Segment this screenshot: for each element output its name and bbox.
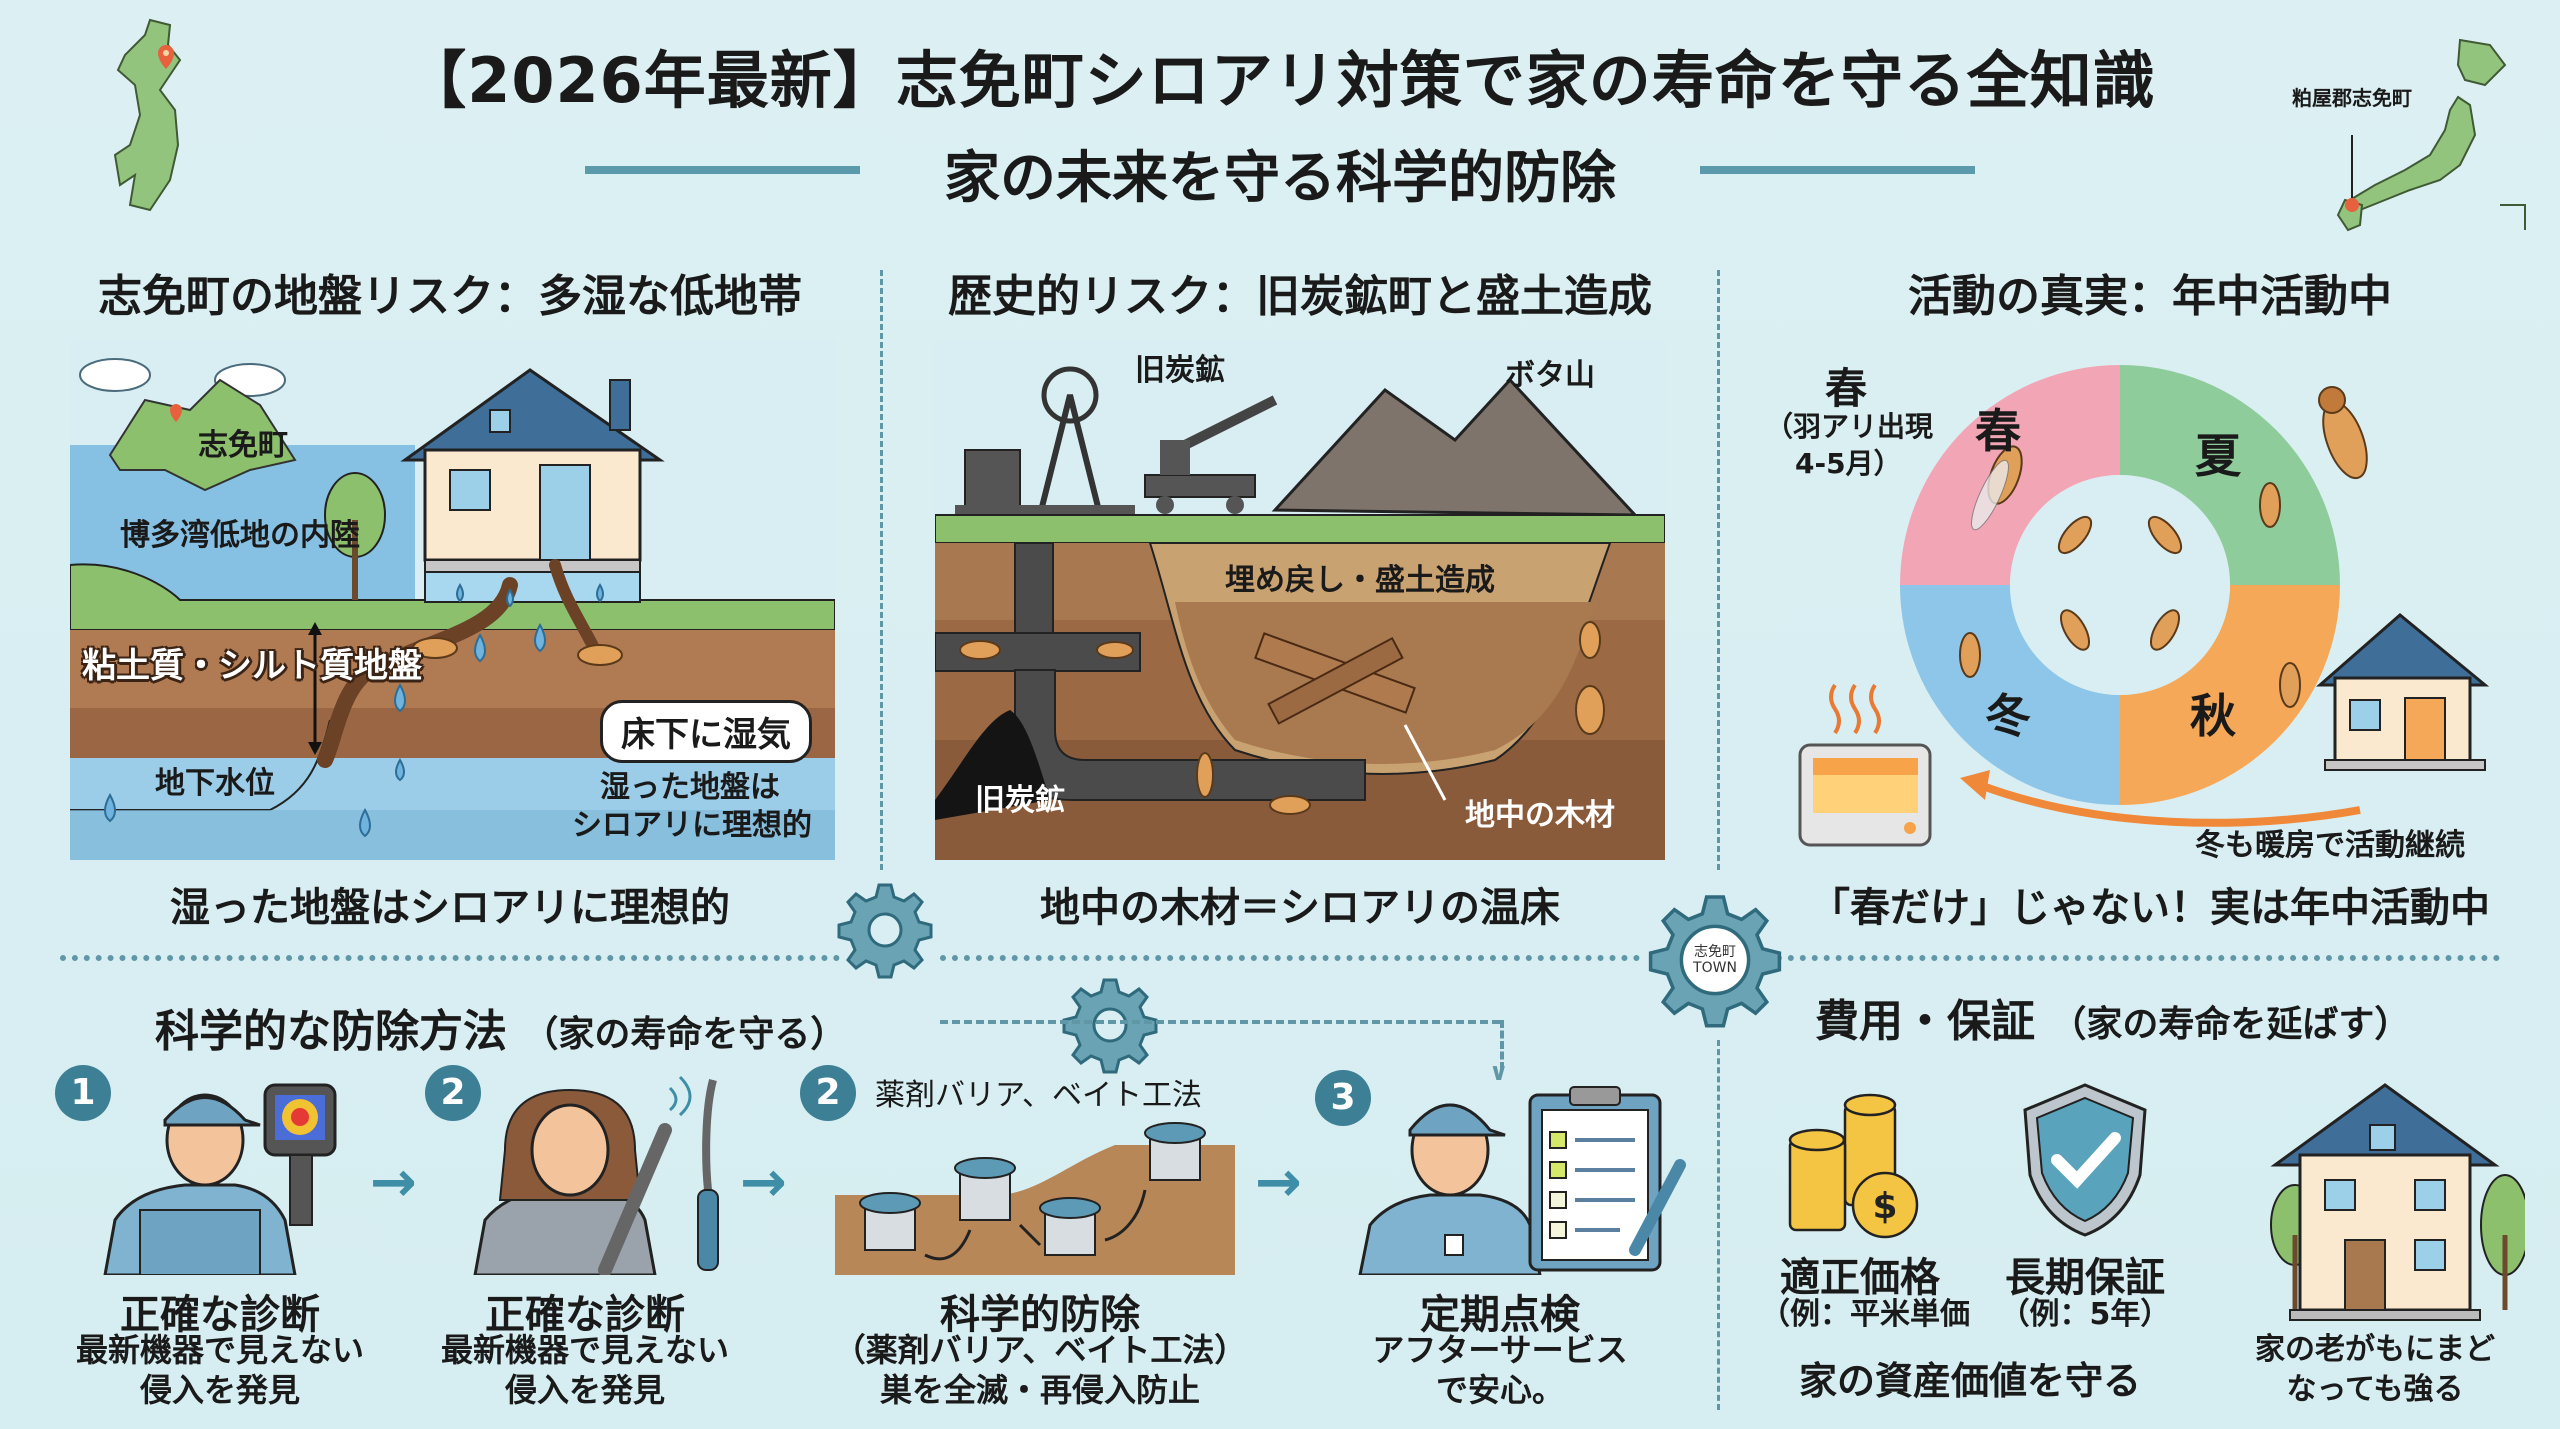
page-subtitle: 家の未来を守る科学的防除 bbox=[944, 146, 1616, 211]
page-title: 【2026年最新】志免町シロアリ対策で家の寿命を守る全知識 bbox=[404, 44, 2156, 117]
step-3-desc-line1: （薬剤バリア、ベイト工法） bbox=[833, 1331, 1247, 1369]
svg-text:$: $ bbox=[1872, 1186, 1897, 1227]
cost-item-long-warranty-note: （例：5年） bbox=[1999, 1297, 2171, 1332]
spring-note-title: 春 bbox=[1825, 364, 1868, 413]
divider-v-3 bbox=[1717, 1040, 1720, 1410]
methods-heading-main: 科学的な防除方法 bbox=[155, 1006, 507, 1057]
step-3-desc-line2: 巣を全滅・再侵入防止 bbox=[879, 1371, 1200, 1409]
bait-station-icon bbox=[835, 1122, 1235, 1275]
cost-heading-note: （家の寿命を延ばす） bbox=[2050, 1004, 2411, 1045]
label-groundwater: 地下水位 bbox=[155, 766, 275, 801]
cost-item-long-warranty: 長期保証 bbox=[2005, 1255, 2165, 1301]
old-coal-mine-illustration bbox=[935, 340, 1665, 860]
map-label-kasuya-shime: 粕屋郡志免町 bbox=[2292, 86, 2412, 110]
season-label-spring: 春 bbox=[1975, 404, 2021, 458]
divider-v-2 bbox=[1717, 270, 1720, 870]
step-arrow-2: → bbox=[740, 1150, 787, 1215]
step-3-top-label: 薬剤バリア、ベイト工法 bbox=[875, 1078, 1202, 1113]
house-caption-line1: 家の老がもにまど bbox=[2255, 1332, 2495, 1367]
divider-h-middle bbox=[940, 955, 1640, 961]
step-4-number: 3 bbox=[1315, 1070, 1371, 1126]
section-heading-ground: 志免町の地盤リスク：多湿な低地帯 bbox=[98, 271, 802, 322]
town-badge-label: 志免町 TOWN bbox=[1675, 944, 1755, 976]
step-1-title: 正確な診断 bbox=[120, 1292, 320, 1338]
flow-connector-down bbox=[1500, 1020, 1504, 1070]
step-4-desc-line2: で安心。 bbox=[1435, 1371, 1564, 1409]
seasonal-cycle-chart bbox=[1900, 365, 2340, 805]
section-heading-methods: 科学的な防除方法 （家の寿命を守る） bbox=[155, 995, 846, 1059]
divider-h-right bbox=[1740, 955, 2500, 961]
label-landfill: 埋め戻し・盛土造成 bbox=[1225, 563, 1495, 598]
step-3-title: 科学的防除 bbox=[940, 1292, 1140, 1338]
gear-icon bbox=[837, 883, 933, 979]
step-arrow-1: → bbox=[370, 1150, 417, 1215]
inspector-sensor-icon bbox=[473, 1075, 719, 1275]
divider-h-left bbox=[60, 955, 840, 961]
speech-bubble-underfloor-moisture: 床下に湿気 bbox=[600, 700, 812, 763]
spring-note-line1: （羽アリ出現 bbox=[1765, 410, 1934, 443]
label-clay-ground: 粘土質・シルト質地盤 bbox=[82, 646, 422, 686]
cost-item-fair-price: 適正価格 bbox=[1780, 1255, 1940, 1301]
heater-icon bbox=[1798, 683, 1932, 847]
step-arrow-3: → bbox=[1255, 1150, 1302, 1215]
step-1-desc-line2: 侵入を発見 bbox=[139, 1371, 300, 1409]
inspector-checklist-icon bbox=[1358, 1086, 1686, 1275]
season-label-winter: 冬 bbox=[1985, 689, 2031, 743]
label-moist-ground-line2: シロアリに理想的 bbox=[572, 808, 812, 843]
step-2-desc-line1: 最新機器で見えない bbox=[440, 1331, 729, 1369]
step-3-number: 2 bbox=[800, 1065, 856, 1121]
town-badge-gear-icon bbox=[1648, 895, 1782, 1028]
label-hakata-inland: 博多湾低地の内陸 bbox=[120, 518, 360, 553]
kyushu-map-icon bbox=[113, 18, 182, 212]
season-label-autumn: 秋 bbox=[2190, 689, 2236, 743]
cost-heading-main: 費用・保証 bbox=[1815, 996, 2035, 1047]
inspector-thermal-camera-icon bbox=[103, 1083, 337, 1275]
section-heading-activity: 活動の真実：年中活動中 bbox=[1908, 271, 2392, 322]
caption-history: 地中の木材＝シロアリの温床 bbox=[1040, 885, 1560, 931]
subtitle-rule-right bbox=[1700, 166, 1975, 174]
town-badge-line1: 志免町 bbox=[1694, 944, 1736, 960]
step-2-title: 正確な診断 bbox=[485, 1292, 685, 1338]
step-1-desc-line1: 最新機器で見えない bbox=[75, 1331, 364, 1369]
label-bota-yama: ボタ山 bbox=[1505, 358, 1595, 393]
label-shime-town: 志免町 bbox=[198, 428, 288, 463]
flow-connector-arrowhead: ∨ bbox=[1489, 1058, 1509, 1086]
coins-icon: $ bbox=[1788, 1093, 1919, 1239]
shield-check-icon bbox=[2023, 1083, 2147, 1237]
ground-risk-illustration bbox=[70, 340, 835, 860]
section-heading-history: 歴史的リスク：旧炭鉱町と盛土造成 bbox=[948, 271, 1652, 322]
divider-v-1 bbox=[880, 270, 883, 870]
sturdy-house-icon bbox=[2270, 1083, 2525, 1321]
section-heading-cost: 費用・保証 （家の寿命を延ばす） bbox=[1815, 985, 2410, 1049]
house-icon bbox=[2316, 613, 2490, 771]
label-heating-continues: 冬も暖房で活動継続 bbox=[2195, 828, 2465, 863]
asset-value-caption: 家の資産価値を守る bbox=[1798, 1359, 2141, 1403]
gear-icon bbox=[1062, 978, 1158, 1074]
caption-activity: 「春だけ」じゃない！実は年中活動中 bbox=[1810, 885, 2490, 931]
flow-connector bbox=[940, 1020, 1500, 1024]
warm-arrow-icon bbox=[1960, 770, 2361, 827]
cost-item-fair-price-note: （例：平米単価 bbox=[1760, 1297, 1970, 1332]
label-old-mine-bottom: 旧炭鉱 bbox=[975, 783, 1065, 818]
step-2-desc-line2: 侵入を発見 bbox=[504, 1371, 665, 1409]
step-4-title: 定期点検 bbox=[1420, 1292, 1580, 1338]
termite-icon bbox=[2318, 386, 2368, 480]
step-4-desc-line1: アフターサービス bbox=[1372, 1331, 1628, 1369]
label-old-mine-top: 旧炭鉱 bbox=[1135, 353, 1225, 388]
japan-map-icon bbox=[2336, 38, 2526, 232]
house-caption-line2: なっても強る bbox=[2286, 1372, 2464, 1407]
label-moist-ground-line1: 湿った地盤は bbox=[600, 770, 780, 805]
caption-ground: 湿った地盤はシロアリに理想的 bbox=[170, 885, 730, 931]
step-1-number: 1 bbox=[55, 1065, 111, 1121]
town-badge-line2: TOWN bbox=[1693, 960, 1737, 976]
spring-note-line2: 4-5月） bbox=[1795, 447, 1902, 480]
season-label-summer: 夏 bbox=[2195, 429, 2241, 483]
step-2-number: 2 bbox=[425, 1065, 481, 1121]
subtitle-rule-left bbox=[585, 166, 860, 174]
methods-heading-note: （家の寿命を守る） bbox=[522, 1014, 847, 1055]
label-buried-wood: 地中の木材 bbox=[1465, 798, 1615, 833]
